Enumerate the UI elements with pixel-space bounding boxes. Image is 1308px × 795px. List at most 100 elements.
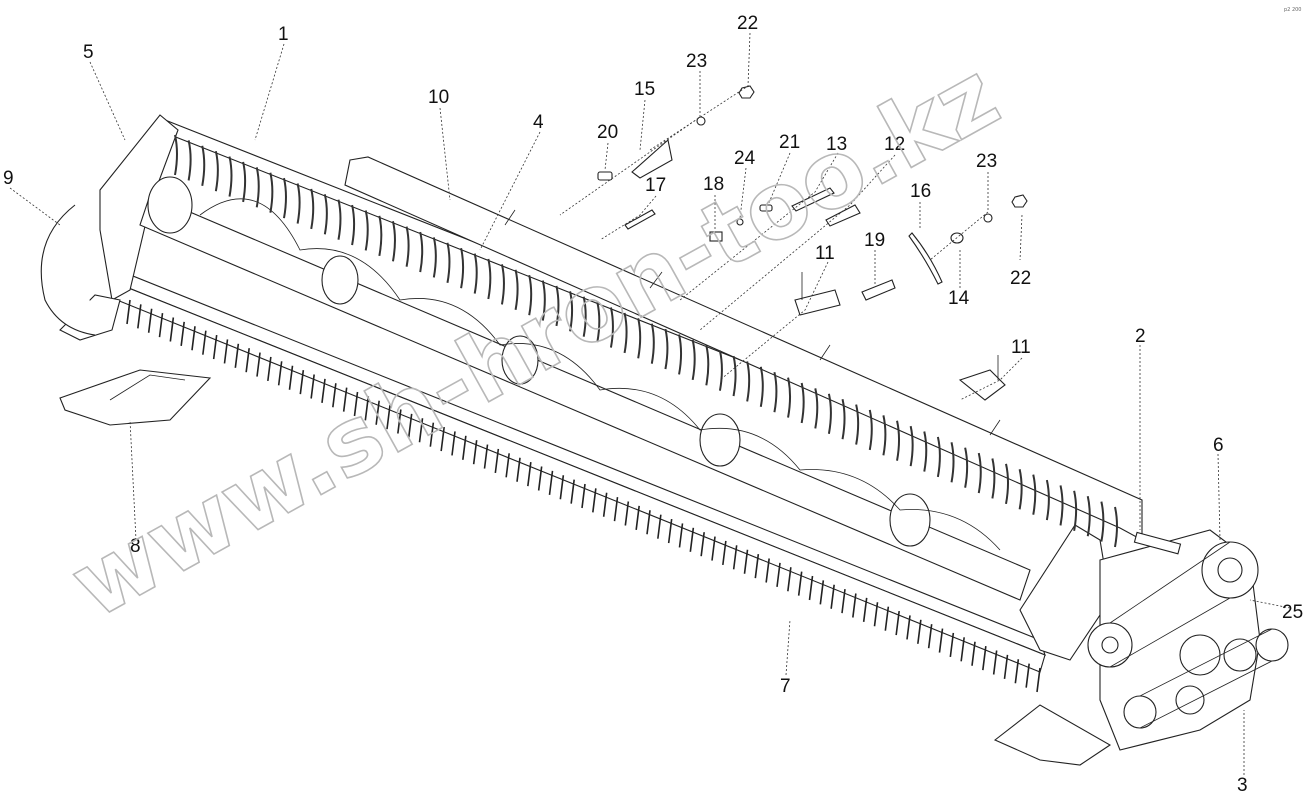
nut-24	[736, 218, 744, 226]
bracket-15	[631, 138, 673, 179]
callout-16: 16	[910, 181, 931, 202]
reel-tine	[296, 183, 301, 224]
cutter-finger	[657, 514, 662, 539]
cutter-finger	[158, 313, 164, 338]
cutter-finger	[267, 356, 272, 382]
pin-12	[825, 204, 861, 227]
cutter-finger	[841, 589, 846, 614]
cutter-finger	[592, 488, 597, 513]
reel-tine	[637, 318, 642, 359]
cutter-finger	[537, 466, 543, 491]
reel-tine	[650, 323, 655, 364]
callout-2: 2	[1135, 326, 1146, 347]
cutter-finger	[353, 391, 359, 417]
cutter-finger	[884, 606, 890, 631]
reel-tine	[1059, 485, 1064, 526]
cutter-finger	[570, 479, 575, 504]
nut-22a	[738, 85, 755, 99]
cutter-finger	[635, 505, 640, 531]
drive-assembly	[1087, 529, 1289, 751]
cutter-finger	[397, 409, 402, 434]
cutter-finger	[613, 497, 619, 522]
cutter-finger	[852, 593, 857, 618]
callout-22a: 22	[737, 13, 758, 34]
reel-tine	[405, 226, 410, 267]
nut-22b	[1011, 194, 1028, 208]
reel-tine	[174, 134, 178, 176]
pin-13	[791, 187, 835, 212]
cutter-finger	[256, 352, 261, 377]
reel-tine	[487, 258, 492, 300]
cutter-finger	[180, 321, 185, 347]
reel-tine	[814, 388, 819, 429]
callout-18: 18	[703, 174, 724, 195]
reel-tine	[936, 436, 941, 478]
reel-tine	[773, 372, 778, 413]
reel-tine	[609, 307, 614, 348]
reel-tine	[351, 204, 356, 246]
reel-tine	[868, 409, 873, 451]
reel-tine	[1005, 463, 1010, 505]
reel-tine	[909, 425, 914, 467]
cutter-finger	[646, 510, 651, 535]
shield-part-8	[59, 369, 212, 426]
corner-mark: p2 200	[1284, 7, 1302, 13]
cutter-finger	[212, 334, 218, 360]
reel-tine	[528, 274, 533, 316]
callout-13: 13	[826, 134, 847, 155]
cutter-finger	[667, 518, 673, 544]
callout-5: 5	[83, 42, 94, 63]
cutter-finger	[321, 378, 326, 403]
reel-tine	[269, 172, 274, 213]
reel-tine	[1100, 501, 1105, 542]
cutter-finger	[407, 413, 413, 439]
reel-tine	[664, 328, 669, 370]
cutter-finger	[927, 624, 933, 649]
cutter-finger	[234, 343, 240, 368]
cutter-finger	[765, 558, 770, 583]
cutter-finger	[147, 308, 153, 333]
cutter-finger	[678, 523, 684, 548]
reel-tine	[1073, 490, 1078, 532]
reel-tine	[882, 415, 887, 456]
callout-24: 24	[734, 148, 756, 169]
leader-lines	[9, 32, 1291, 775]
reel-tine	[310, 188, 315, 230]
cutter-finger	[375, 400, 380, 425]
cutter-finger	[581, 483, 586, 509]
cutter-finger	[1014, 659, 1020, 684]
callout-17: 17	[645, 175, 666, 196]
reel-tine	[732, 355, 737, 397]
reel-tine	[896, 420, 901, 461]
cutter-finger	[808, 575, 814, 601]
cutter-finger	[949, 632, 955, 658]
reel-tine	[705, 345, 710, 386]
cutter-finger	[754, 553, 760, 579]
cutter-finger	[689, 527, 695, 552]
bracket-11b	[958, 355, 1006, 401]
reel-tines	[174, 134, 1118, 548]
cutter-finger	[906, 615, 911, 640]
cutter-finger	[960, 637, 965, 662]
reel-tine	[569, 291, 574, 332]
spring-16	[908, 232, 943, 285]
cutter-finger	[732, 545, 738, 570]
cutter-finger	[982, 645, 987, 671]
cutter-finger	[559, 475, 565, 500]
reel-tine	[1114, 506, 1118, 548]
pin-19	[861, 279, 896, 301]
reel-tine	[718, 350, 723, 391]
callout-4: 4	[533, 112, 544, 133]
callout-15: 15	[634, 79, 655, 100]
bracket-11a	[794, 272, 841, 316]
cutter-fingers	[126, 299, 1041, 693]
reel-tine	[432, 237, 437, 278]
reel-tine	[964, 447, 969, 488]
cutter-finger	[873, 602, 879, 627]
reel-tine	[759, 366, 764, 408]
plate-18	[709, 231, 723, 242]
cutter-finger	[527, 461, 532, 487]
callouts: 1 2 3 4 5 6 7 8 9 10 11 11 12 13 14 15 1…	[3, 13, 1303, 795]
reel-tine	[514, 269, 519, 310]
